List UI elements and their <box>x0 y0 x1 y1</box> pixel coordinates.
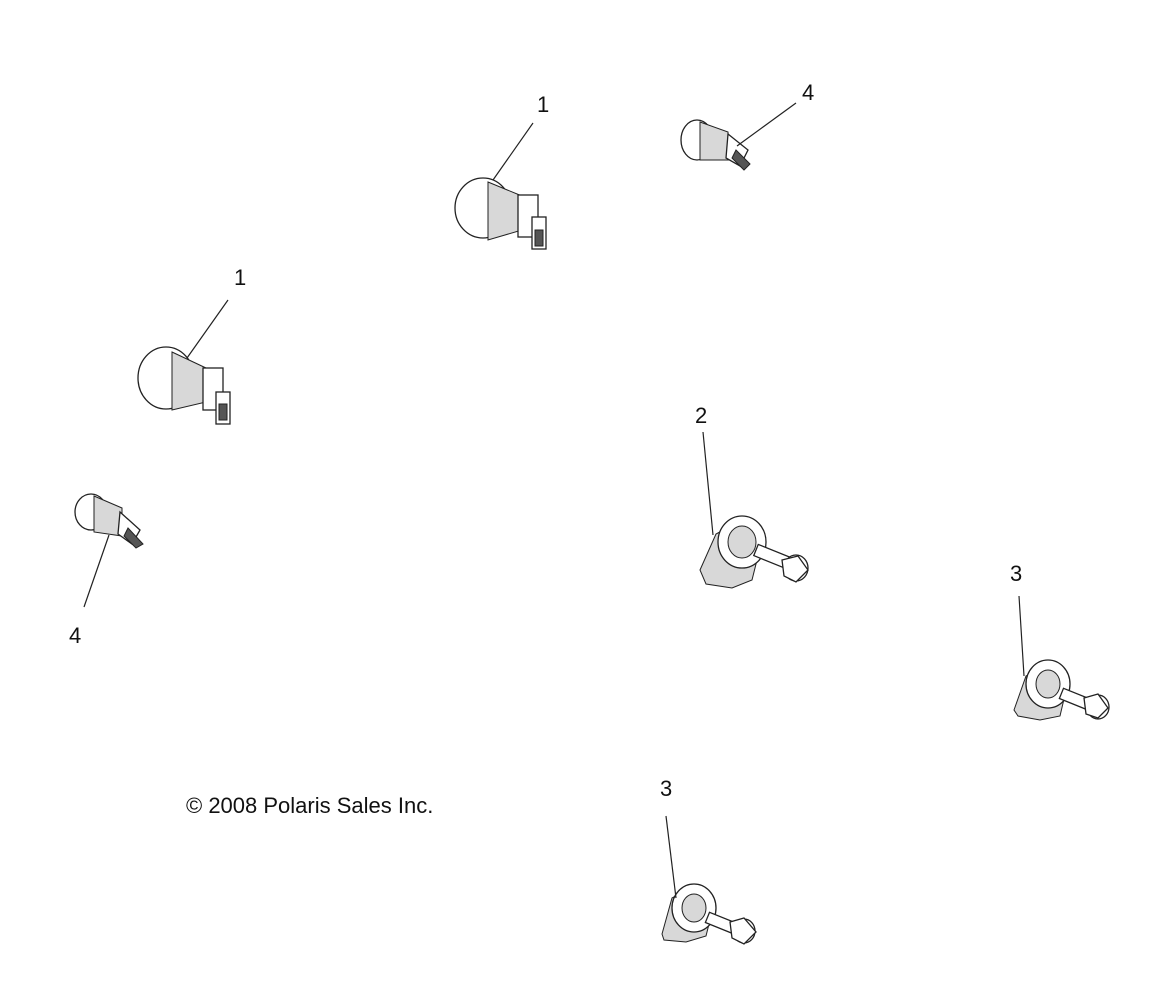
halogen-headlight-bulb-icon <box>699 515 809 589</box>
callout-1: 1 <box>537 92 550 117</box>
wedge-bulb-large-icon <box>137 346 231 425</box>
leader-line-3a <box>1018 595 1025 677</box>
callout-4: 4 <box>802 80 815 105</box>
callout-1: 1 <box>234 265 247 290</box>
callout-3: 3 <box>660 776 673 801</box>
copyright-notice: © 2008 Polaris Sales Inc. <box>186 793 434 818</box>
halogen-headlight-bulb-icon <box>1013 659 1110 721</box>
wedge-bulb-large-icon <box>454 177 547 250</box>
leader-line-4b <box>83 534 110 608</box>
leader-line-1a <box>492 122 534 181</box>
leader-line-2 <box>702 431 714 536</box>
wedge-bulb-small-icon <box>680 119 751 171</box>
callout-4: 4 <box>69 623 82 648</box>
leader-line-3b <box>665 815 677 899</box>
leader-line-4a <box>736 102 797 147</box>
callout-2: 2 <box>695 403 708 428</box>
wedge-bulb-small-icon <box>74 493 144 549</box>
leader-line-1b <box>186 299 229 359</box>
callout-3: 3 <box>1010 561 1023 586</box>
halogen-headlight-bulb-icon <box>661 883 757 945</box>
